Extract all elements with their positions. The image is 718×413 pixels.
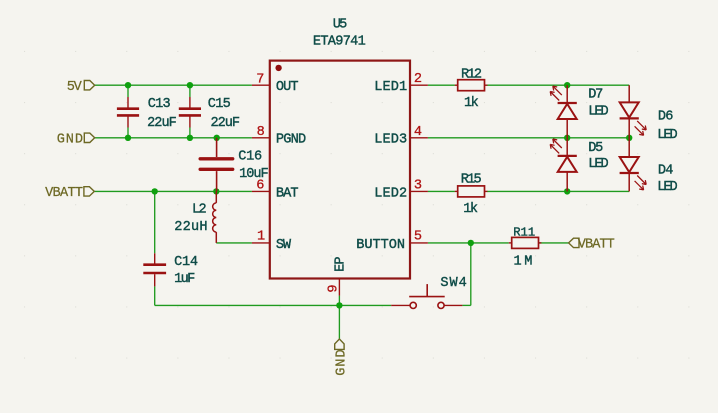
svg-text:U5: U5 xyxy=(333,17,348,32)
svg-text:LED2: LED2 xyxy=(374,186,407,201)
svg-text:L2: L2 xyxy=(192,202,207,217)
svg-text:22uF: 22uF xyxy=(211,116,241,131)
svg-text:LED: LED xyxy=(657,128,677,143)
svg-text:D6: D6 xyxy=(658,109,674,124)
svg-text:LED3: LED3 xyxy=(374,133,407,148)
svg-text:OUT: OUT xyxy=(276,80,299,95)
svg-text:7: 7 xyxy=(256,72,264,87)
svg-text:9: 9 xyxy=(326,284,341,292)
svg-text:C14: C14 xyxy=(174,255,198,270)
svg-text:VBATT: VBATT xyxy=(45,186,83,201)
svg-text:LED1: LED1 xyxy=(374,80,407,95)
svg-text:C13: C13 xyxy=(148,97,171,112)
svg-text:8: 8 xyxy=(257,125,265,140)
svg-text:D7: D7 xyxy=(588,87,603,102)
svg-text:SW: SW xyxy=(276,238,292,253)
svg-text:2: 2 xyxy=(414,72,422,87)
svg-text:R15: R15 xyxy=(461,173,482,188)
svg-text:10uF: 10uF xyxy=(239,167,269,182)
svg-text:1k: 1k xyxy=(464,96,479,111)
svg-text:R11: R11 xyxy=(513,225,535,239)
svg-text:22uH: 22uH xyxy=(174,220,207,235)
svg-text:5V: 5V xyxy=(67,80,83,95)
svg-text:4: 4 xyxy=(414,125,422,140)
svg-text:1uF: 1uF xyxy=(174,272,195,287)
svg-text:6: 6 xyxy=(256,179,264,194)
svg-text:GND: GND xyxy=(57,133,83,148)
svg-text:LED: LED xyxy=(657,180,677,195)
svg-text:D5: D5 xyxy=(588,141,603,156)
svg-text:1k: 1k xyxy=(463,202,478,217)
svg-text:5: 5 xyxy=(414,230,422,245)
svg-text:EP: EP xyxy=(334,257,349,272)
svg-text:LED: LED xyxy=(588,104,608,119)
svg-text:SW4: SW4 xyxy=(440,276,466,291)
svg-text:3: 3 xyxy=(414,179,422,194)
svg-text:1: 1 xyxy=(257,230,265,245)
svg-text:ETA9741: ETA9741 xyxy=(313,35,366,50)
svg-text:22uF: 22uF xyxy=(147,116,177,131)
svg-text:BUTTON: BUTTON xyxy=(356,238,405,253)
svg-text:LED: LED xyxy=(588,157,608,172)
svg-text:PGND: PGND xyxy=(276,133,306,148)
svg-text:VBATT: VBATT xyxy=(578,238,615,253)
svg-text:D4: D4 xyxy=(658,163,674,178)
svg-text:C16: C16 xyxy=(238,149,262,164)
svg-text:R12: R12 xyxy=(461,67,482,82)
svg-text:C15: C15 xyxy=(208,97,231,112)
svg-text:GND: GND xyxy=(334,349,349,375)
svg-text:BAT: BAT xyxy=(276,186,299,201)
